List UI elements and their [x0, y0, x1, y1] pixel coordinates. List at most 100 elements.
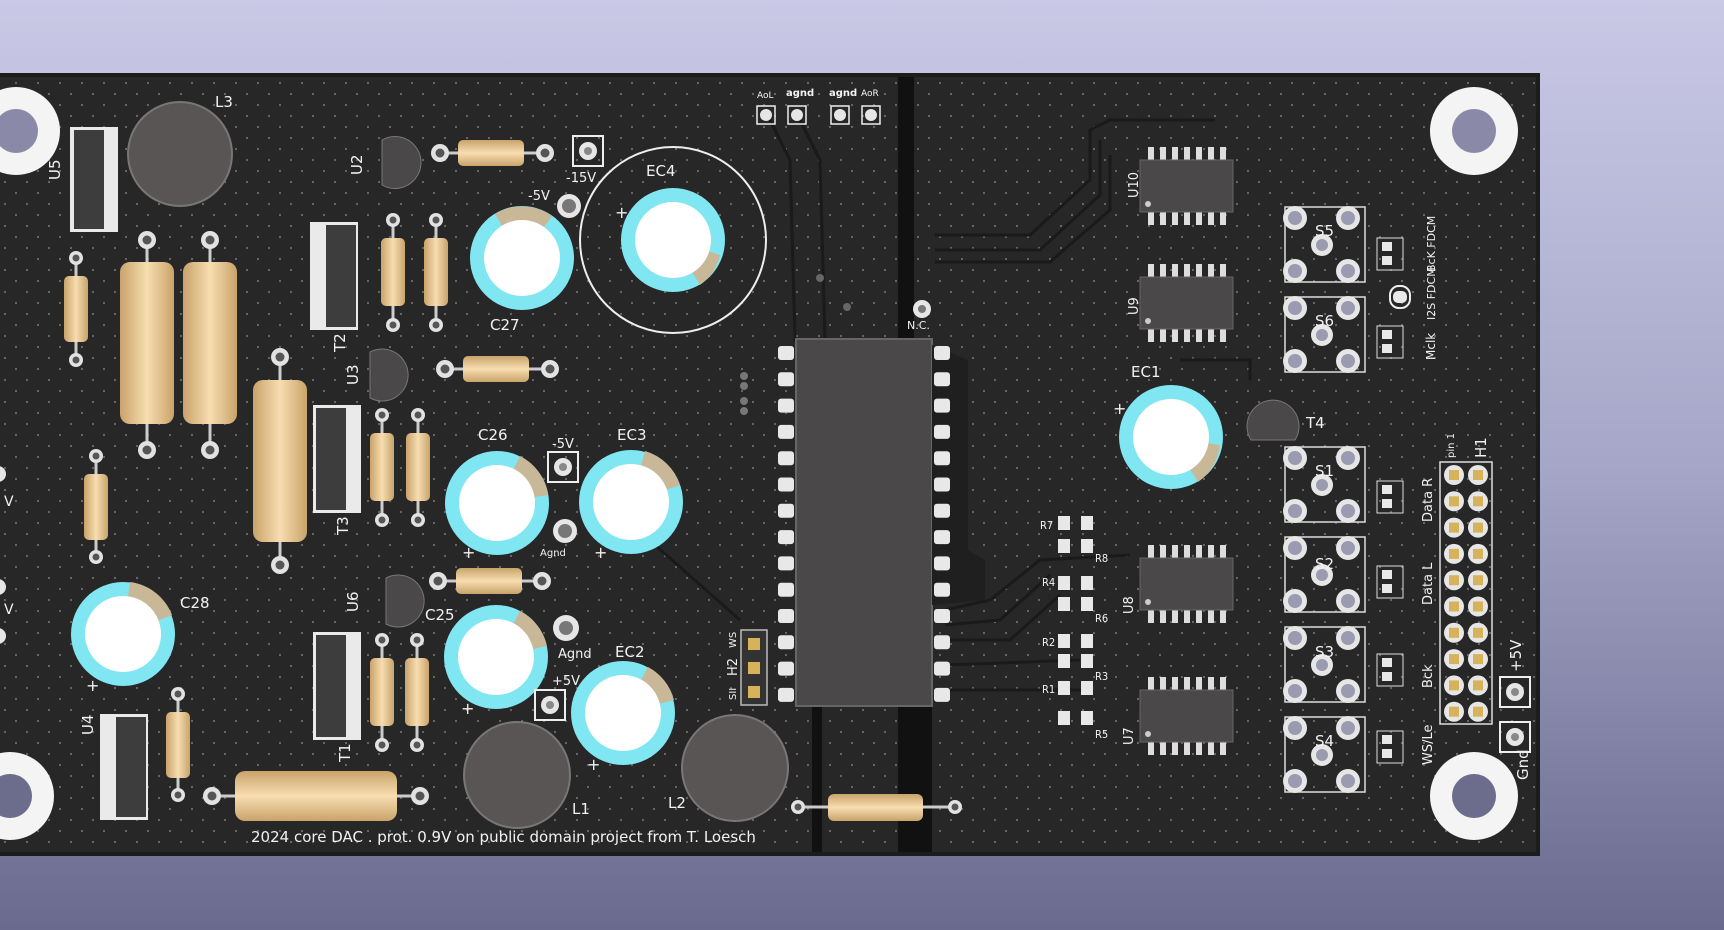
label-i2s-fdcm: I2S FDCM [1425, 267, 1438, 320]
label-plus5v-right: +5V [1507, 639, 1525, 672]
connector-AoR[interactable] [861, 105, 881, 125]
svg-text:+: + [615, 203, 628, 222]
label-minus5v-mid: -5V [552, 437, 574, 452]
label-L3: L3 [215, 93, 233, 111]
svg-text:+: + [461, 699, 474, 718]
label-R5: R5 [1095, 728, 1108, 741]
label-T2: T2 [331, 333, 349, 353]
label-left-edge-v1: V [4, 494, 14, 510]
label-agnd-2: agnd [829, 88, 857, 99]
connector-agnd-1[interactable] [787, 105, 807, 125]
label-EC2: EC2 [615, 643, 645, 661]
dac-chip [778, 338, 985, 707]
label-AoR: AoR [861, 89, 879, 99]
label-U5: U5 [46, 159, 64, 180]
test-point-gnd [1499, 721, 1531, 753]
regulator-T2 [310, 222, 358, 330]
resistor-vertical-d [406, 408, 430, 527]
transistor-U6 [385, 574, 425, 628]
transistor-T4 [1246, 399, 1300, 441]
resistor-bottom-horizontal [791, 794, 962, 821]
capacitor-C26 [445, 451, 549, 555]
resistor-U6-horizontal [429, 568, 551, 594]
label-L2: L2 [668, 794, 686, 812]
label-R3: R3 [1095, 670, 1108, 683]
resistor-small-left-1 [64, 251, 88, 367]
label-data-l: Data L [1421, 562, 1436, 605]
label-minus15v: -15V [566, 171, 596, 186]
label-plus5v-left: +5V [552, 674, 580, 689]
label-C26: C26 [478, 426, 508, 444]
label-EC3: EC3 [617, 426, 647, 444]
label-AoL: AoL [757, 91, 774, 101]
edge-pads-left [0, 466, 6, 644]
label-bck-fdcm: BcK FDCM [1425, 216, 1438, 272]
label-C27: C27 [490, 316, 520, 334]
inductor-L1 [463, 721, 571, 829]
label-R6: R6 [1095, 612, 1108, 625]
label-agnd-1: agnd [786, 88, 814, 99]
resistor-vertical-f [405, 633, 429, 752]
label-S5: S5 [1315, 222, 1334, 240]
label-C28: C28 [180, 594, 210, 612]
connector-AoL[interactable] [756, 105, 776, 125]
test-point-agnd-small [553, 519, 577, 543]
label-EC1: EC1 [1131, 363, 1161, 381]
label-pin1: pin 1 [1446, 433, 1457, 458]
svg-text:+: + [1113, 399, 1126, 418]
test-point-minus5v-top [557, 194, 581, 218]
label-S6: S6 [1315, 312, 1334, 330]
regulator-T3 [313, 405, 361, 513]
connector-agnd-2[interactable] [830, 105, 850, 125]
label-T4: T4 [1305, 414, 1325, 432]
resistor-big-3 [253, 348, 307, 574]
label-T3: T3 [334, 516, 352, 536]
label-S4: S4 [1315, 732, 1334, 750]
label-agnd-small: Agnd [540, 548, 566, 559]
regulator-U4 [100, 714, 148, 820]
label-H2: H2 [726, 658, 741, 676]
label-R8: R8 [1095, 552, 1108, 565]
label-C25: C25 [425, 606, 455, 624]
label-R7: R7 [1040, 519, 1053, 532]
label-NC: N.C. [907, 319, 930, 332]
label-minus5v-top: -5V [528, 189, 550, 204]
label-bck: Bck [1421, 664, 1436, 688]
resistor-big-1 [120, 231, 174, 459]
mounting-hole-tl [0, 87, 60, 175]
label-agnd-big: Agnd [558, 647, 592, 662]
header-H1[interactable] [1439, 461, 1493, 725]
regulator-U5 [70, 127, 118, 232]
label-ws-le: WS/Le [1421, 725, 1436, 766]
label-mclk: Mclk [1424, 333, 1438, 360]
board-footer-text: 2024 core DAC . prot. 0.9V on public dom… [251, 828, 756, 846]
label-R2: R2 [1042, 636, 1055, 649]
label-U3: U3 [344, 364, 362, 385]
label-U10: U10 [1127, 172, 1142, 198]
logic-ics [1139, 147, 1234, 755]
label-left-edge-v2: V [4, 602, 14, 618]
resistor-small-left-2 [84, 449, 108, 564]
svg-text:+: + [594, 543, 607, 562]
label-WS: WS [728, 632, 739, 648]
resistor-vertical-a [381, 213, 405, 332]
label-U6: U6 [344, 591, 362, 612]
header-H2[interactable] [740, 629, 768, 706]
capacitor-C28 [71, 582, 175, 686]
resistor-U3-horizontal [436, 356, 559, 382]
test-point-agnd-big [553, 615, 579, 641]
label-U7: U7 [1122, 727, 1137, 745]
label-S3: S3 [1315, 643, 1334, 661]
capacitor-EC1 [1119, 385, 1223, 489]
test-point-minus15v [572, 135, 604, 167]
test-point-NC [913, 300, 931, 318]
resistor-vertical-b [424, 213, 448, 332]
transistor-U3 [369, 348, 409, 402]
resistor-small-left-3 [166, 687, 190, 802]
label-T1: T1 [336, 743, 354, 763]
mounting-hole-bl [0, 752, 54, 840]
label-H1: H1 [1472, 437, 1490, 458]
capacitor-C25 [444, 605, 548, 709]
